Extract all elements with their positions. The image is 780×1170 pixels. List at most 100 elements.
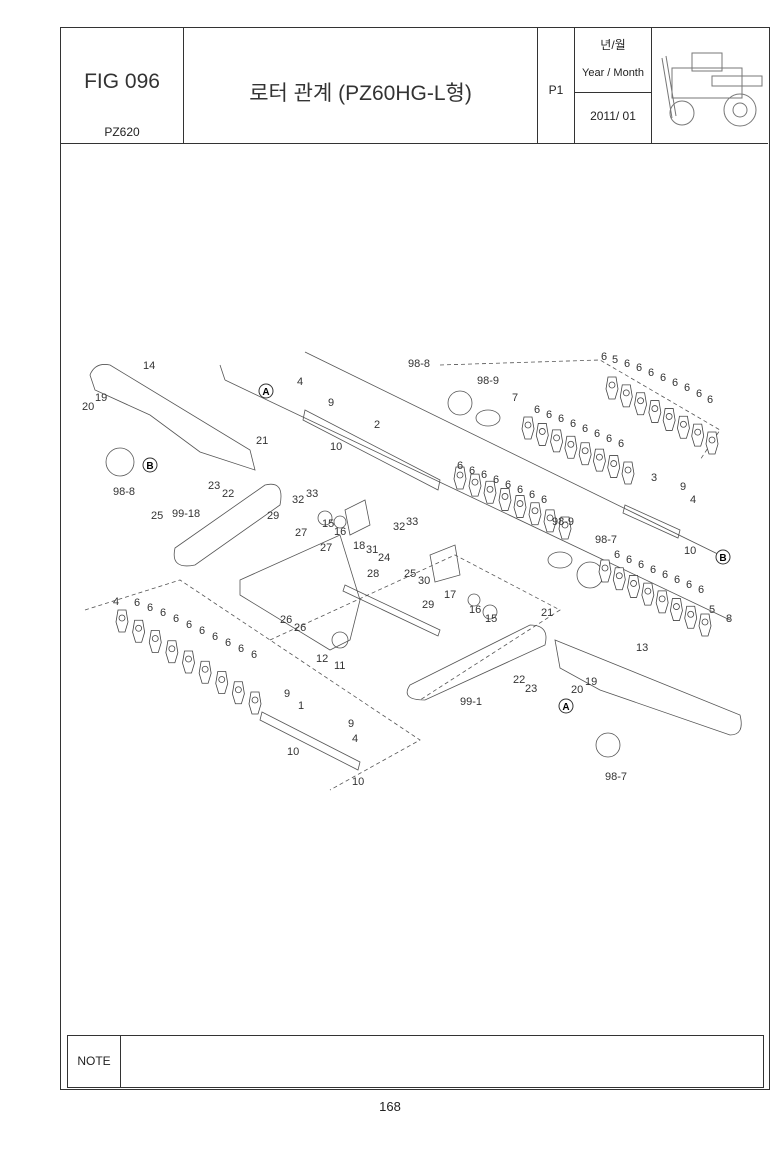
rotor-claw: [641, 582, 655, 606]
part-callout: 10: [287, 746, 300, 758]
rotor-claw: [593, 448, 606, 472]
svg-text:A: A: [262, 387, 269, 398]
rotor-claw: [528, 502, 542, 526]
bearing-98-7: [595, 732, 621, 758]
rotor-claw: [483, 480, 497, 504]
rotor-claw: [564, 435, 578, 459]
part-callout: 9: [284, 688, 291, 700]
part-callout: 6: [134, 597, 141, 609]
part-callout: 14: [143, 360, 156, 372]
part-callout: 1: [298, 700, 305, 712]
part-callout: 6: [534, 404, 541, 416]
part-callout: 25: [151, 510, 164, 522]
part-callout: 12: [316, 653, 329, 665]
part-callout: 13: [636, 642, 649, 654]
part-callout: 26: [294, 622, 307, 634]
part-callout: 6: [160, 607, 167, 619]
rotor-claw: [453, 466, 467, 490]
cover-13: [554, 639, 742, 736]
rotor-claw: [662, 408, 676, 431]
part-callout: 6: [212, 631, 219, 643]
part-callout: 25: [404, 568, 417, 580]
year-month-label-kr: 년/월: [600, 38, 626, 52]
title-cell: 로터 관계 (PZ60HG-L형): [184, 28, 538, 143]
part-callout: 6: [618, 438, 625, 450]
part-callout: 6: [546, 409, 553, 421]
seal-15: [317, 510, 333, 526]
part-callout: 6: [648, 367, 655, 379]
part-callout: 6: [624, 358, 631, 370]
cover-14: [89, 364, 256, 471]
part-callout: 6: [558, 413, 565, 425]
part-callout: 23: [208, 480, 221, 492]
rotor-claw: [535, 423, 549, 446]
year-month-label: Year / Month: [582, 67, 644, 79]
flange-17: [429, 544, 461, 583]
note-label: NOTE: [68, 1036, 121, 1087]
svg-text:B: B: [719, 553, 726, 564]
part-callout: 27: [320, 542, 333, 554]
rotor-claw: [598, 559, 612, 583]
rotor-claw: [627, 575, 640, 598]
part-callout: 4: [297, 376, 304, 388]
part-callout: 19: [95, 392, 108, 404]
page-code: P1: [548, 83, 564, 97]
bearing-98-7: [576, 561, 604, 589]
rotor-claw: [612, 567, 626, 591]
part-callout: 6: [662, 569, 669, 581]
part-callout: 8: [726, 613, 733, 625]
part-callout: 10: [352, 776, 365, 788]
rotor-claw: [215, 671, 229, 694]
part-callout: 7: [512, 392, 519, 404]
part-callout: 6: [570, 418, 577, 430]
seal-15: [482, 604, 498, 620]
page-code-cell: P1: [538, 28, 575, 143]
part-callout: 4: [113, 596, 120, 608]
rotor-claw: [698, 613, 712, 637]
part-callout: 99-1: [460, 696, 483, 708]
part-callout: 4: [690, 494, 697, 506]
dashed-region: [269, 554, 561, 701]
part-callout: 4: [352, 733, 359, 745]
part-callout: 10: [330, 441, 343, 453]
part-callout: 6: [601, 351, 608, 363]
rotor-claw: [578, 442, 592, 466]
part-callout: 6: [626, 554, 633, 566]
page-number: 168: [379, 1099, 401, 1114]
guide-line: [304, 351, 731, 561]
part-callout: 98-8: [408, 358, 431, 370]
page-frame: FIG 096 PZ620 로터 관계 (PZ60HG-L형) P1 년/월 Y…: [60, 27, 770, 1090]
rotor-claw: [619, 384, 633, 408]
part-callout: 99-18: [172, 508, 201, 520]
bracket-11: [331, 631, 349, 649]
arm-99-1: [406, 624, 547, 701]
part-callout: 6: [660, 372, 667, 384]
part-callout: 6: [650, 564, 657, 576]
part-callout: 6: [529, 489, 536, 501]
part-callout: 6: [582, 423, 589, 435]
part-callout: 32: [292, 494, 305, 506]
part-callout: 6: [606, 433, 613, 445]
bearing-98-8: [105, 447, 135, 477]
date-value: 2011/ 01: [590, 109, 636, 123]
part-callout: 98-7: [605, 771, 628, 783]
part-callout: 5: [612, 354, 619, 366]
part-callout: 6: [238, 643, 245, 655]
part-callout: 6: [469, 465, 476, 477]
part-callout: 5: [709, 604, 716, 616]
part-callout: 98-8: [113, 486, 136, 498]
part-callout: 22: [513, 674, 526, 686]
rotor-claw: [670, 598, 683, 621]
arm-99-18: [173, 483, 282, 567]
part-callout: 26: [280, 614, 293, 626]
part-callout: 6: [225, 637, 232, 649]
bearing-98-8: [447, 390, 473, 416]
header-table: FIG 096 PZ620 로터 관계 (PZ60HG-L형) P1 년/월 Y…: [61, 28, 768, 144]
part-callout: 17: [444, 589, 457, 601]
reference-marker-a: A: [258, 383, 274, 399]
part-callout: 6: [505, 479, 512, 491]
part-callout: 27: [295, 527, 308, 539]
frame-27: [239, 534, 361, 651]
rotor-claw: [182, 650, 195, 674]
rotor-claw: [634, 392, 647, 416]
